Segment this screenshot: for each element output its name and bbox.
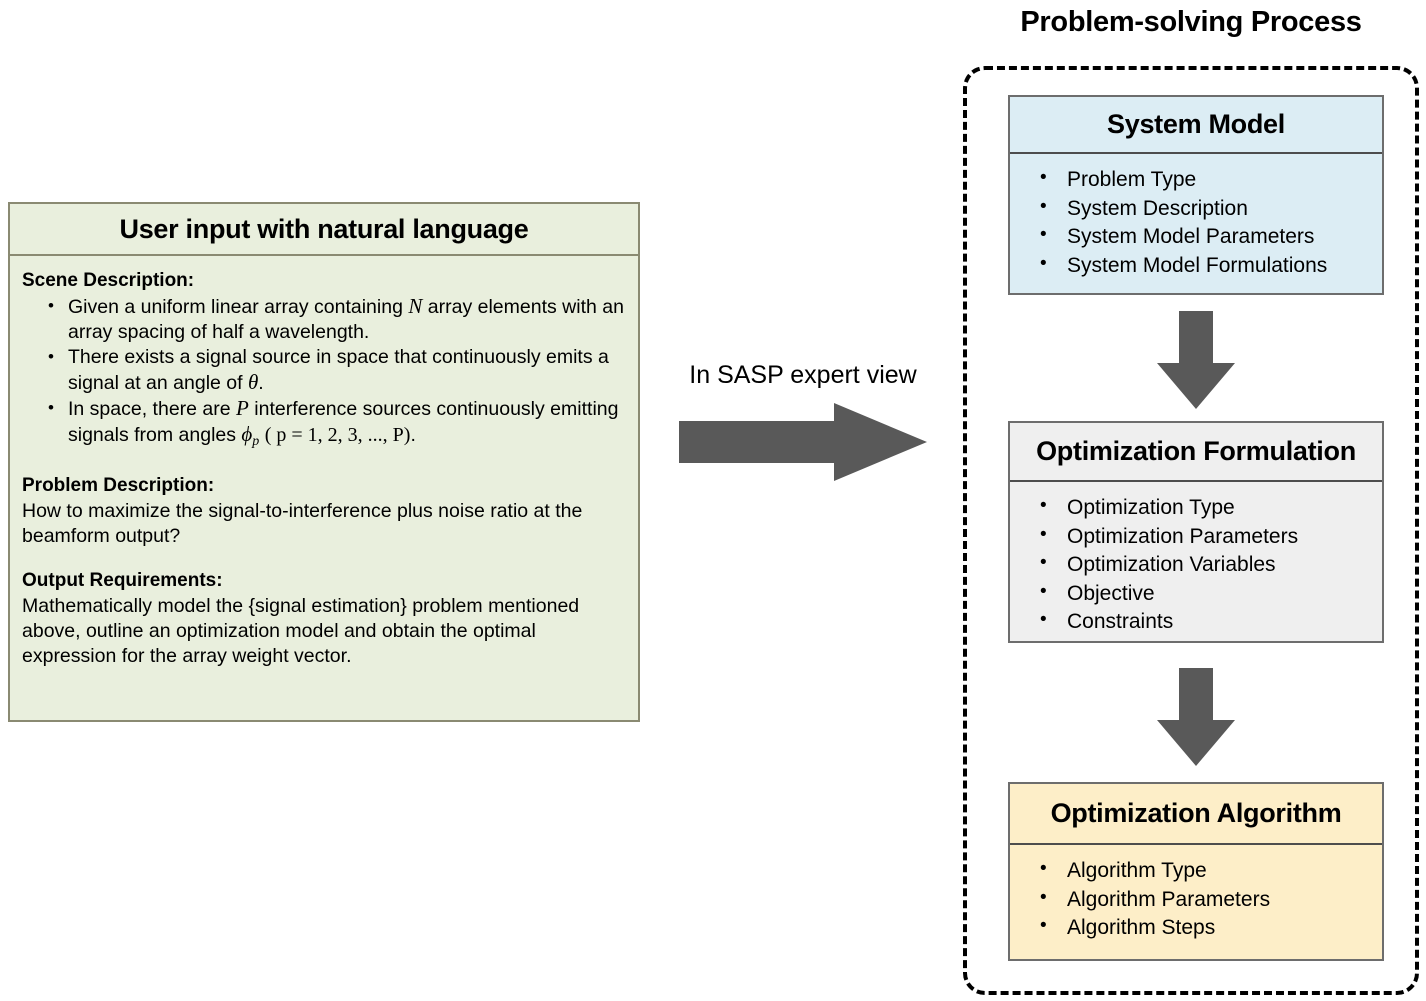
math-variable-n: N [408,294,423,318]
list-item: System Description [1040,193,1382,224]
bullet-text-pre: There exists a signal source in space th… [68,346,609,394]
problem-description-label: Problem Description: [22,475,215,496]
scene-description-list: Given a uniform linear array containing … [22,293,624,454]
stage-body-optimization-formulation: Optimization Type Optimization Parameter… [1010,482,1382,637]
stage-header-optimization-formulation: Optimization Formulation [1010,423,1382,482]
bullet-text-pre: Given a uniform linear array containing [68,296,409,318]
stage-card-system-model: System Model Problem Type System Descrip… [1008,95,1384,295]
stage-card-optimization-formulation: Optimization Formulation Optimization Ty… [1008,421,1384,643]
math-variable-theta: θ [247,370,259,394]
stage-header-optimization-algorithm: Optimization Algorithm [1010,784,1382,845]
math-subscript-p: p [252,434,260,449]
user-input-card: User input with natural language Scene D… [8,202,640,722]
list-item: Problem Type [1040,164,1382,195]
list-item: Optimization Parameters [1040,521,1382,552]
list-item: Algorithm Steps [1040,912,1382,943]
stage-header-system-model: System Model [1010,97,1382,154]
problem-solving-process-container [963,66,1419,995]
arrow-down-icon [1157,311,1235,409]
stage-title: Optimization Formulation [1036,436,1356,466]
list-item: Given a uniform linear array containing … [48,293,624,345]
arrow-down-icon [1157,668,1235,766]
list-item: System Model Formulations [1040,250,1382,281]
section-spacer [22,549,624,568]
stage-title: System Model [1107,109,1285,139]
system-model-list: Problem Type System Description System M… [1010,164,1382,281]
output-requirements-text: Mathematically model the {signal estimat… [22,595,580,667]
page-title: Problem-solving Process [1020,6,1362,38]
output-requirements-label: Output Requirements: [22,570,223,591]
list-item: Optimization Variables [1040,549,1382,580]
list-item: Constraints [1040,606,1382,637]
math-variable-p: P [236,396,249,420]
optimization-algorithm-list: Algorithm Type Algorithm Parameters Algo… [1010,855,1382,943]
stage-body-system-model: Problem Type System Description System M… [1010,154,1382,280]
list-item: There exists a signal source in space th… [48,344,624,396]
stage-title: Optimization Algorithm [1050,798,1342,828]
stage-card-optimization-algorithm: Optimization Algorithm Algorithm Type Al… [1008,782,1384,961]
scene-description-label: Scene Description: [22,270,195,291]
bullet-text-post: array elements with an array spacing of … [68,296,624,343]
list-item: Algorithm Parameters [1040,884,1382,915]
optimization-formulation-list: Optimization Type Optimization Parameter… [1010,492,1382,637]
arrow-right-icon [679,403,927,481]
list-item: In space, there are P interference sourc… [48,395,624,454]
bullet-text-tail: . [410,424,416,446]
list-item: Objective [1040,578,1382,609]
bullet-text-post: . [258,372,264,394]
section-spacer [22,454,624,473]
bullet-text-pre: In space, there are [68,398,237,420]
transition-label: In SASP expert view [689,361,917,389]
math-variable-phi: ϕ [241,422,253,446]
stage-body-optimization-algorithm: Algorithm Type Algorithm Parameters Algo… [1010,845,1382,943]
bullet-text-post: interference sources continuously emitti… [68,398,619,446]
user-input-card-header: User input with natural language [10,204,638,256]
math-range-expression: ( p = 1, 2, 3, ..., P) [264,424,411,446]
problem-description-text: How to maximize the signal-to-interferen… [22,500,583,547]
user-input-title: User input with natural language [119,213,529,244]
user-input-card-body: Scene Description: Given a uniform linea… [10,256,638,669]
list-item: Algorithm Type [1040,855,1382,886]
list-item: Optimization Type [1040,492,1382,523]
list-item: System Model Parameters [1040,221,1382,252]
